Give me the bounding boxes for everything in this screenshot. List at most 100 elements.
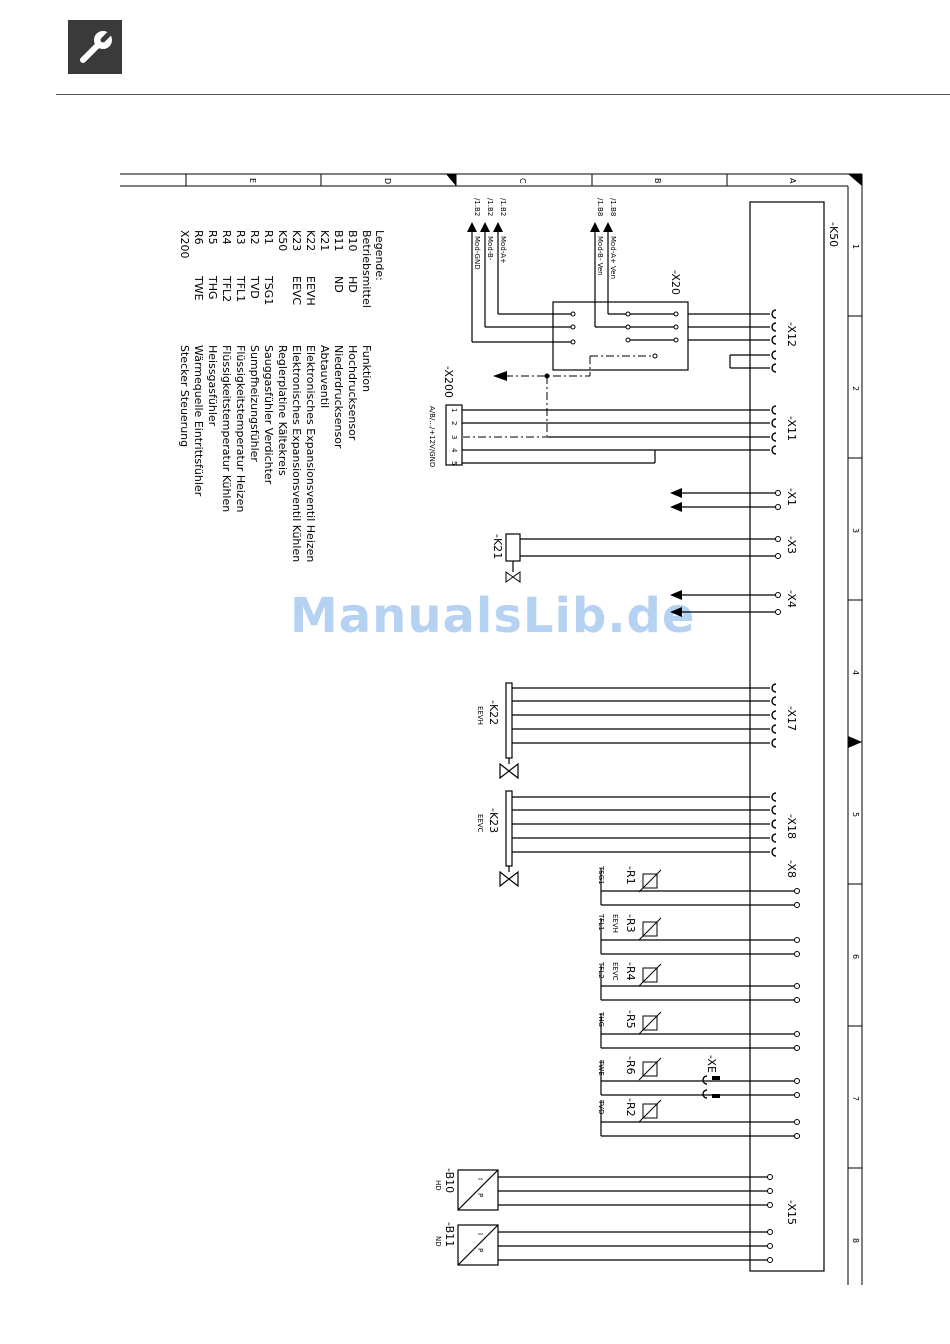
svg-text:/1.B8: /1.B8 [609,198,617,216]
svg-text:Mod-A+ Ven: Mod-A+ Ven [609,236,617,279]
svg-text:Elektronisches Expansionsventi: Elektronisches Expansionsventil Kühlen [290,345,303,562]
svg-text:Mod-GND: Mod-GND [473,236,481,270]
svg-text:TWE: TWE [192,275,205,301]
watermark: ManualsLib.de [290,588,696,644]
svg-text:-R1: -R1 [624,866,637,885]
svg-text:R2: R2 [248,230,261,245]
svg-text:6: 6 [851,954,860,959]
svg-text:R3: R3 [234,230,247,245]
svg-text:-R4: -R4 [624,962,637,981]
svg-text:B11: B11 [332,230,345,252]
svg-text:EEVC: EEVC [611,962,619,981]
svg-text:Sumpfheizungsfühler: Sumpfheizungsfühler [248,345,261,462]
svg-text:K22: K22 [304,230,317,251]
svg-text:D: D [383,178,392,184]
svg-text:-X12: -X12 [785,322,798,347]
svg-text:3: 3 [851,528,860,533]
svg-text:E: E [248,178,257,183]
svg-text:HD: HD [434,1180,442,1191]
svg-text:-X18: -X18 [785,814,798,839]
svg-text:-K23: -K23 [487,808,500,833]
k50-board [749,201,825,1272]
svg-text:Mod-B- Ven: Mod-B- Ven [596,236,604,276]
svg-text:X200: X200 [178,230,191,259]
wrench-icon [80,28,115,63]
header-rule [56,94,950,95]
svg-text:THG: THG [206,275,219,300]
legend-ids: B10 B11 K21 K22 K23 K50 R1 R2 R3 R4 R5 R… [178,230,359,259]
svg-text:-X8: -X8 [785,860,798,878]
svg-text:Wärmequelle Eintrittsfühler: Wärmequelle Eintrittsfühler [192,345,205,497]
svg-text:/1.B2: /1.B2 [499,198,507,216]
svg-text:-X11: -X11 [785,416,798,441]
svg-text:ND: ND [434,1236,442,1247]
svg-text:TVD: TVD [248,275,261,299]
svg-text:Sauggasfühler Verdichter: Sauggasfühler Verdichter [262,345,275,485]
svg-text:-K22: -K22 [487,700,500,725]
svg-text:EEVH: EEVH [476,706,484,725]
svg-text:4: 4 [450,448,458,453]
svg-text:A: A [788,178,797,184]
x8-wires [600,868,795,1137]
svg-text:Flüssigkeitstemperatur Kühlen: Flüssigkeitstemperatur Kühlen [220,345,233,512]
svg-text:EEVH: EEVH [611,914,619,933]
svg-text:K50: K50 [276,230,289,251]
svg-text:R5: R5 [206,230,219,245]
svg-text:-R3: -R3 [624,914,637,933]
svg-text:EEVH: EEVH [304,276,317,306]
x1-x3-x4-wires [505,492,776,613]
legend-codes: HD ND EEVH EEVC TSG1 TVD TFL1 TFL2 THG T… [192,275,359,306]
shield-line [505,356,591,436]
x18-wires [499,790,770,888]
wrench-badge [68,20,122,74]
svg-text:2: 2 [450,421,458,425]
svg-text:TFL2: TFL2 [220,275,233,302]
svg-text:-R6: -R6 [624,1056,637,1075]
svg-text:-B10: -B10 [443,1168,456,1193]
svg-text:R4: R4 [220,230,233,245]
svg-text:-R2: -R2 [624,1098,637,1117]
round-terminals [767,490,800,1263]
svg-text:Abtauventil: Abtauventil [318,345,331,408]
svg-text:I: I [476,1233,484,1235]
svg-text:-X200: -X200 [442,366,455,398]
svg-text:-X20: -X20 [669,270,682,295]
modbus-arrows [467,222,613,232]
svg-text:-B11: -B11 [443,1222,456,1247]
svg-text:5: 5 [450,461,458,465]
svg-text:/1.B8: /1.B8 [596,198,604,216]
svg-text:-X15: -X15 [785,1200,798,1225]
svg-text:3: 3 [450,435,458,439]
svg-text:R1: R1 [262,230,275,245]
svg-text:1: 1 [450,408,458,412]
svg-text:Flüssigkeitstemperatur Heizen: Flüssigkeitstemperatur Heizen [234,345,247,512]
svg-text:TWE: TWE [597,1059,605,1076]
svg-text:P: P [476,1193,484,1197]
svg-text:TSG1: TSG1 [262,275,275,305]
svg-text:TFL1: TFL1 [234,275,247,302]
svg-text:Betriebsmittel: Betriebsmittel [360,230,373,308]
svg-text:K23: K23 [290,230,303,251]
svg-text:THG: THG [597,1011,605,1027]
svg-text:4: 4 [851,670,860,675]
xe-plug [712,1076,720,1098]
svg-text:I: I [476,1178,484,1180]
legend: Legende: Betriebsmittel Funktion B10 B11… [178,230,386,562]
xe-contacts [702,1075,708,1099]
svg-text:-X17: -X17 [785,706,798,731]
frame-labels: A B C D E 1 2 3 4 5 6 7 8 [248,178,860,1243]
svg-text:B10: B10 [346,230,359,252]
svg-text:R6: R6 [192,230,205,245]
svg-text:7: 7 [851,1096,860,1101]
sensor-diagonals [638,869,662,1123]
svg-text:TFL2: TFL2 [597,961,605,979]
x1-x4-arrows [670,488,682,617]
svg-text:EEVC: EEVC [290,276,303,305]
x11-wires [445,404,770,466]
svg-text:Niederdrucksensor: Niederdrucksensor [332,345,345,449]
svg-text:Legende:: Legende: [373,230,386,281]
svg-text:ND: ND [332,276,345,293]
svg-text:2: 2 [851,386,860,391]
svg-text:EEVC: EEVC [476,814,484,833]
